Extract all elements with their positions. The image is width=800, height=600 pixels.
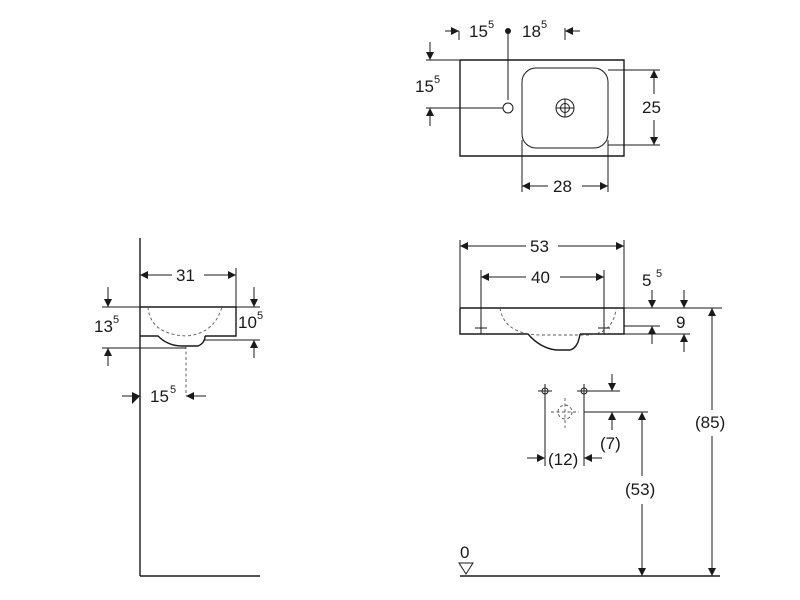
side-dim-height-outer: 13 (94, 317, 113, 336)
top-dim-bowl-width: 28 (553, 177, 572, 196)
side-dim-height-outer-sup: 5 (113, 314, 119, 326)
top-dim-left: 15 (469, 22, 488, 41)
front-dim-top: 5 (642, 271, 651, 290)
top-dim-vertical: 15 (415, 77, 434, 96)
front-view-basin (460, 307, 625, 335)
valve-left (538, 384, 552, 398)
top-view-bowl (521, 67, 609, 149)
side-view-basin (140, 306, 237, 337)
top-view-basin-outline (459, 59, 625, 157)
top-dim-right-sup: 5 (541, 19, 547, 31)
front-dim-rim: 9 (676, 313, 685, 332)
side-dim-offset-sup: 5 (170, 384, 176, 396)
top-dim-vertical-sup: 5 (434, 74, 440, 86)
front-dim-valve-spacing: (12) (548, 450, 578, 469)
side-dim-height-inner-sup: 5 (257, 310, 263, 322)
top-dim-right: 18 (522, 22, 541, 41)
drain-outlet (551, 398, 579, 428)
side-dim-height-inner: 10 (238, 313, 257, 332)
front-view: 53 40 5 5 9 (458, 237, 725, 577)
front-dim-total-width: 53 (530, 237, 549, 256)
front-dim-total-height: (85) (695, 413, 725, 432)
side-dim-width: 31 (176, 266, 195, 285)
side-view: 31 13 5 10 5 15 5 (94, 238, 263, 577)
front-floor-level: 0 (460, 543, 469, 562)
top-dim-left-sup: 5 (488, 19, 494, 31)
front-dim-valve-height: (53) (625, 480, 655, 499)
top-dim-bowl-height: 25 (642, 98, 661, 117)
top-view: 15 5 18 5 15 5 25 28 (415, 19, 661, 196)
front-dim-top-sup: 5 (656, 268, 662, 280)
top-view-tap-hole (502, 102, 514, 114)
front-dim-valve-rise: (7) (600, 434, 621, 453)
front-dim-inner-width: 40 (531, 268, 550, 287)
side-dim-offset: 15 (150, 387, 169, 406)
floor-level-marker (458, 562, 474, 575)
